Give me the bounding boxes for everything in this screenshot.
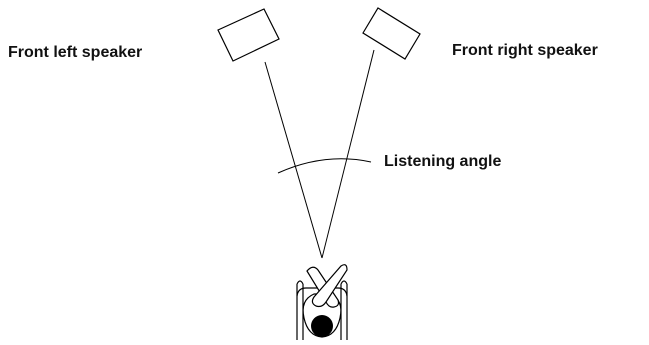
front-right-speaker-icon	[363, 8, 420, 59]
listener-icon	[297, 265, 347, 340]
front-left-speaker-label: Front left speaker	[8, 45, 142, 61]
listener-head	[311, 315, 333, 337]
right-sight-line	[322, 50, 374, 258]
front-left-speaker-icon	[218, 9, 279, 61]
left-sight-line	[265, 62, 322, 258]
front-right-speaker-label: Front right speaker	[452, 43, 598, 59]
listening-angle-arc	[278, 159, 371, 173]
listening-angle-label: Listening angle	[384, 154, 501, 170]
